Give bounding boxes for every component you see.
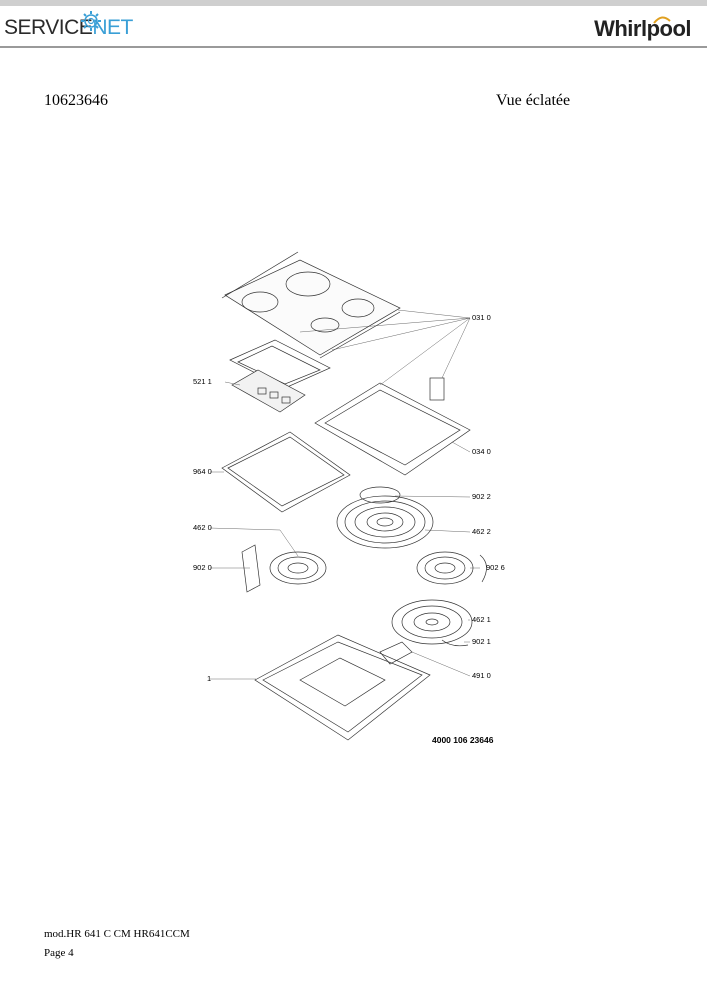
callout-964-0: 964 0 [193, 467, 212, 476]
whirlpool-logo: Whirlpool [594, 16, 691, 41]
callout-521-1: 521 1 [193, 377, 212, 386]
electronic-board-drawing [231, 369, 306, 413]
callout-462-2: 462 2 [472, 527, 491, 536]
diagram-part-number: 4000 106 23646 [432, 735, 494, 745]
callout-031-0: 031 0 [472, 313, 491, 322]
servicenet-logo: SERVICENET [4, 16, 133, 46]
bottom-pan-drawing [254, 634, 431, 741]
callout-1: 1 [207, 674, 211, 683]
callout-902-0: 902 0 [193, 563, 212, 572]
page-header: SERVICENET Whirlpool [0, 6, 707, 48]
heater-right-drawing [416, 551, 487, 585]
gear-icon [81, 11, 101, 31]
footer-model: mod.HR 641 C CM HR641CCM [44, 928, 190, 940]
top-bar [0, 0, 707, 6]
callout-462-1: 462 1 [472, 615, 491, 624]
callout-902-2: 902 2 [472, 492, 491, 501]
footer-page-number: Page 4 [44, 947, 74, 959]
logo-text-net: NET [92, 16, 133, 39]
heater-bottom-drawing [391, 599, 473, 645]
exploded-view-diagram: 031 0 521 1 034 0 964 0 902 2 462 0 462 … [193, 251, 505, 745]
document-number: 10623646 [44, 92, 108, 109]
document-title: Vue éclatée [496, 92, 571, 109]
heater-large-drawing [336, 486, 434, 549]
heater-left-drawing [241, 544, 327, 593]
gasket-drawing [221, 431, 351, 513]
main-frame-drawing [314, 377, 471, 476]
glass-top-drawing [221, 251, 401, 359]
whirlpool-swirl-icon [653, 16, 671, 24]
callout-902-1: 902 1 [472, 637, 491, 646]
callout-034-0: 034 0 [472, 447, 491, 456]
callout-902-6: 902 6 [486, 563, 505, 572]
logo-text-service: SERVICE [4, 16, 93, 39]
callout-491-0: 491 0 [472, 671, 491, 680]
callout-462-0: 462 0 [193, 523, 212, 532]
